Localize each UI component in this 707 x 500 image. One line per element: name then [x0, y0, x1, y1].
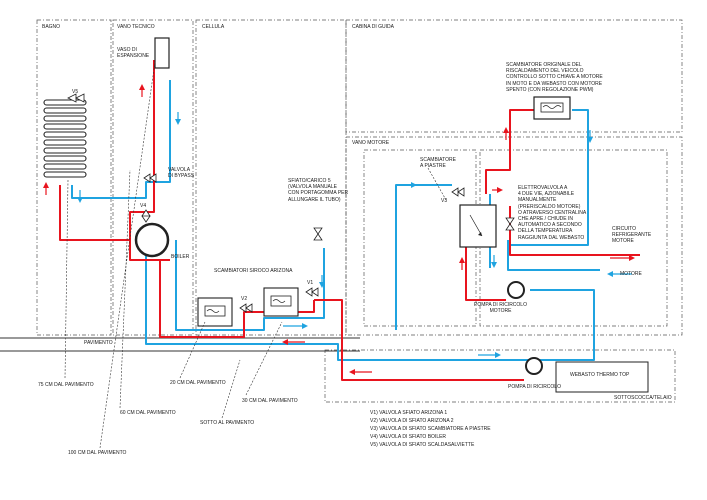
zone-label-cabina: CABINA DI GUIDA	[352, 24, 394, 30]
legend-v4: V4) VALVOLA DI SFIATO BOILER	[370, 434, 447, 440]
label-sfiato-carico: SFIATO/CARICO 5 (VALVOLA MANUALE CON POR…	[288, 178, 349, 203]
hot-pipe-radiator	[59, 185, 130, 241]
label-30cm: 30 CM DAL PAVIMENTO	[242, 398, 298, 404]
label-webasto: WEBASTO THERMO TOP	[570, 372, 630, 378]
label-20cm: 20 CM DAL PAVIMENTO	[170, 380, 226, 386]
plate-exchanger	[459, 204, 497, 248]
zone-bagno	[36, 19, 112, 336]
label-bypass-valve: VALVOLA DI BYPASS	[168, 167, 195, 180]
webasto-heater	[555, 361, 649, 393]
label-v5: V5	[72, 89, 79, 95]
label-sotto-pavimento: SOTTO AL PAVIMENTO	[200, 420, 255, 426]
arizona-heater-2	[197, 297, 233, 327]
label-expansion-vessel: VASO DI ESPANSIONE	[117, 47, 150, 60]
label-arizona-heaters: SCAMBIATORI SIROCO ARIZONA	[214, 268, 293, 274]
solenoid-valve-icon[interactable]	[505, 217, 515, 231]
cold-pipe-webasto-out	[524, 289, 595, 361]
zone-cabina	[345, 19, 683, 133]
cold-pipe-plate-in	[395, 184, 452, 330]
leader-100cm	[99, 61, 156, 449]
valve-sfiato-icon[interactable]	[313, 227, 323, 241]
circulation-pump	[525, 357, 543, 375]
label-motore: MOTORE	[620, 271, 642, 277]
zone-label-vano-tecnico: VANO TECNICO	[117, 24, 155, 30]
zone-motore	[479, 149, 668, 327]
legend-v1: V1) VALVOLA SFIATO ARIZONA 1	[370, 410, 448, 416]
label-pavimento: PAVIMENTO	[84, 340, 113, 346]
arizona-heater-1	[263, 287, 299, 317]
leader-sotto	[221, 359, 241, 419]
cold-pipe-motor	[507, 240, 600, 271]
leader-30cm	[245, 321, 283, 396]
boiler-tank	[134, 222, 170, 258]
label-boiler: BOILER	[171, 254, 190, 260]
zone-sottoscocca	[324, 349, 676, 403]
valve-v5-icon[interactable]	[67, 93, 85, 103]
hot-pipe-floor	[314, 299, 524, 381]
zone-label-vano-motore: VANO MOTORE	[352, 140, 390, 146]
label-v4: V4	[140, 203, 147, 209]
label-60cm: 60 CM DAL PAVIMENTO	[120, 410, 176, 416]
label-75cm: 75 CM DAL PAVIMENTO	[38, 382, 94, 388]
zone-vano-motore-inner	[363, 149, 477, 327]
expansion-vessel	[154, 37, 170, 69]
legend-v2: V2) VALVOLA DI SFIATO ARIZONA 2	[370, 418, 454, 424]
cold-pipe-arizona	[175, 240, 325, 331]
hot-pipe-exchanger	[485, 109, 534, 194]
valve-v3-icon[interactable]	[451, 187, 465, 197]
zone-label-sottoscocca: SOTTOSCOCCA/TELAIO	[614, 395, 672, 401]
zone-label-cellula: CELLULA	[202, 24, 225, 30]
valve-v2-icon[interactable]	[239, 303, 253, 313]
valve-bypass-icon[interactable]	[143, 173, 157, 183]
hot-pipe-plate	[465, 240, 506, 301]
leader-75cm	[64, 179, 69, 379]
label-v3: V3	[441, 198, 448, 204]
zone-label-bagno: BAGNO	[42, 24, 61, 30]
motor-pump	[507, 281, 525, 299]
cold-pipe-floor	[145, 252, 524, 361]
towel-radiator	[43, 99, 87, 178]
zone-vano-tecnico	[112, 19, 194, 336]
label-original-exchanger: SCAMBIATORE ORIGINALE DEL RISCALDAMENTO …	[506, 62, 603, 93]
label-plate-exchanger: SCAMBIATORE A PIASTRE	[420, 157, 456, 170]
valve-v1-icon[interactable]	[305, 287, 319, 297]
legend-v3: V3) VALVOLA DI SFIATO SCAMBIATORE A PIAS…	[370, 426, 491, 432]
original-exchanger	[533, 96, 571, 120]
leader-60cm	[119, 169, 131, 409]
label-coolant-circuit: CIRCUITO REFRIGERANTE MOTORE	[612, 226, 652, 245]
zone-vano-motore	[345, 136, 683, 336]
label-v1: V1	[307, 280, 314, 286]
label-v2: V2	[241, 296, 248, 302]
label-100cm: 100 CM DAL PAVIMENTO	[68, 450, 127, 456]
legend-v5: V5) VALVOLA DI SFIATO SCALDASALVIETTE	[370, 442, 475, 448]
leader-plate	[427, 167, 447, 201]
label-solenoid-valve: ELETTROVALVOLA A 4 DUE VIE, AZIONABILE M…	[518, 185, 587, 241]
label-circulation-pump: POMPA DI RICIRCOLO	[508, 384, 561, 390]
cold-pipe-exchanger	[510, 109, 589, 246]
hot-pipe-boiler	[129, 240, 170, 261]
hot-pipe-arizona	[159, 260, 315, 338]
cold-pipe-bypass	[71, 80, 171, 199]
hot-pipe-expansion	[129, 60, 155, 240]
label-motor-pump: POMPA DI RICIRCOLO MOTORE	[474, 302, 527, 315]
valve-v4-icon[interactable]	[141, 209, 151, 223]
